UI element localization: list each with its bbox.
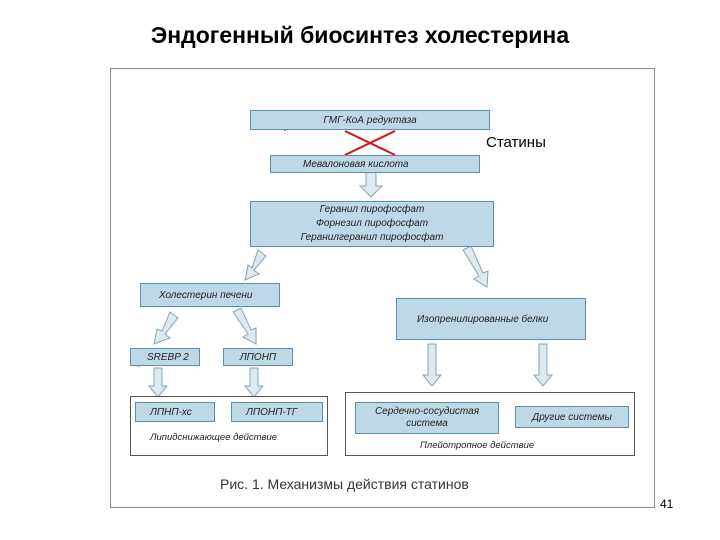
- arrow-isoprenylated-to-cardio: [421, 343, 443, 387]
- caption-lipid-lowering: Липидснижающее действие: [150, 432, 278, 443]
- node-liver-cholesterol: Холестерин печени: [140, 283, 280, 307]
- node-label: Холестерин печени: [159, 289, 253, 301]
- arrow-mevalonate-to-pyro: [358, 171, 384, 198]
- arrow-srebp-to-ldl: [147, 367, 169, 398]
- node-label: Изопренилированные белки: [417, 313, 549, 325]
- figure-caption: Рис. 1. Механизмы действия статинов: [220, 476, 469, 492]
- arrow-lponp-to-vldl: [243, 367, 265, 398]
- node-label: ЛПНП-хс: [150, 406, 192, 418]
- node-srebp2: SREBP 2: [130, 348, 200, 366]
- node-other-systems: Другие системы: [515, 406, 629, 428]
- arrow-liver-to-lponp: [232, 307, 257, 345]
- node-label-farnesyl: Форнезил пирофосфат: [315, 218, 429, 229]
- node-label: Мевалоновая кислота: [303, 158, 409, 170]
- node-label: ГМГ-КоА редуктаза: [323, 114, 417, 126]
- node-label: SREBP 2: [147, 351, 189, 363]
- node-vldl-tg: ЛПОНП-ТГ: [231, 402, 323, 422]
- node-label-geranylgeranyl: Геранилгеранил пирофосфат: [300, 232, 444, 243]
- node-hmg-coa-reductase: ГМГ-КоА редуктаза: [250, 110, 490, 130]
- node-label: ЛПОНП: [239, 351, 277, 363]
- node-lponp: ЛПОНП: [223, 348, 293, 366]
- node-pyrophosphates: Геранил пирофосфат Форнезил пирофосфат Г…: [250, 201, 494, 247]
- node-label: ЛПОНП-ТГ: [246, 406, 298, 418]
- arrow-pyro-to-liver: [244, 249, 267, 281]
- node-cardiovascular: Сердечно-сосудистая система: [355, 402, 499, 434]
- arrow-isoprenylated-to-other: [532, 343, 554, 387]
- node-ldl-c: ЛПНП-хс: [135, 402, 215, 422]
- slide-title: Эндогенный биосинтез холестерина: [150, 22, 570, 48]
- node-label: Другие системы: [532, 411, 612, 423]
- arrow-pyro-to-isoprenylated: [462, 245, 489, 288]
- statins-label: Статины: [486, 134, 546, 151]
- node-label-geranyl: Геранил пирофосфат: [319, 204, 425, 215]
- node-mevalonic-acid: Мевалоновая кислота: [270, 155, 480, 173]
- arrow-liver-to-srebp: [153, 311, 179, 345]
- node-label: Сердечно-сосудистая система: [374, 406, 480, 429]
- caption-pleiotropic: Плейотропное действие: [420, 440, 535, 451]
- node-isoprenylated-proteins: Изопренилированные белки: [396, 298, 586, 340]
- page-number: 41: [660, 497, 674, 511]
